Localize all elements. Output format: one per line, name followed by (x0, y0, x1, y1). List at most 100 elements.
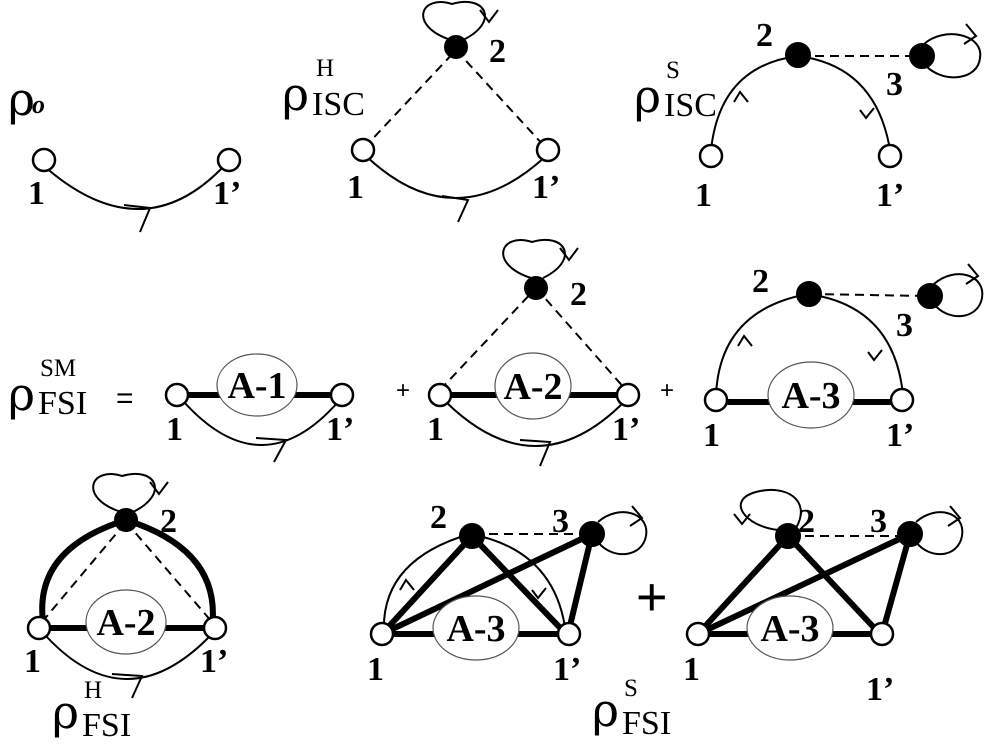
rho-fsi-s-subscript: FSI (622, 705, 671, 742)
rho-fsi-h-subscript: FSI (82, 707, 131, 744)
rho-isc-h-label-1p: 1’ (532, 169, 560, 206)
term-s1-node-3 (579, 521, 605, 547)
term-a2-box-label: A-2 (503, 366, 562, 408)
term-s1-diagram: 2 3 A-3 1 1’ (367, 499, 648, 688)
rho-isc-h-arrow (441, 195, 470, 223)
term-a2-diagram: 2 A-2 1 1’ (427, 239, 641, 467)
rho0-label-1: 1 (28, 175, 45, 212)
term-a1-label-1p: 1’ (326, 411, 354, 448)
rho-fsi-h-node-1 (26, 615, 52, 641)
rho0-subscript: o (32, 90, 45, 119)
rho-fsi-sm-subscript: FSI (38, 385, 87, 422)
rho-isc-h-loop-arrow (479, 9, 499, 24)
rho-fsi-sm-superscript: SM (40, 355, 76, 382)
rho-isc-s-loop-arrow (963, 23, 978, 45)
rho-fsi-h-node-1p (202, 615, 228, 641)
rho-isc-h-node-1 (350, 137, 376, 163)
term-s1-box (432, 595, 520, 661)
term-s2-thick-3-1p (879, 533, 913, 635)
rho-fsi-s-symbol: ρ (592, 683, 619, 737)
term-s2-box-label: A-3 (760, 608, 819, 650)
term-s1-arc-arrow-right (531, 587, 547, 600)
rho-isc-s-label-1: 1 (695, 177, 712, 214)
term-a2-node-1 (427, 382, 453, 408)
rho-fsi-h-dashed-left (41, 521, 127, 623)
term-s1-node-1 (369, 621, 395, 647)
term-s2-loop-3 (915, 511, 964, 556)
rho-fsi-s-superscript: S (624, 675, 638, 702)
term-a3-label-3: 3 (896, 307, 913, 344)
rho-fsi-h-symbol: ρ (52, 685, 79, 739)
term-s1-thick-2-1p (469, 533, 569, 637)
term-s1-node-1p (556, 621, 582, 647)
rho-isc-s-arc-arrow-right (859, 107, 875, 120)
term-s2-thick-2-1p (785, 533, 883, 637)
term-a3-label-2: 2 (752, 263, 769, 300)
rho-fsi-h-arrow (111, 673, 144, 699)
term-a3-node-2 (796, 281, 822, 307)
rho-fsi-h-propagator (45, 635, 211, 680)
term-a1-label-1: 1 (166, 411, 183, 448)
rho-fsi-h-label-1: 1 (24, 643, 41, 680)
rho-fsi-h-label-2: 2 (160, 503, 177, 540)
rho-fsi-sm-equals: = (116, 382, 134, 415)
term-s2-node-2 (775, 523, 801, 549)
term-s1-thick-1-2 (379, 533, 475, 637)
rho0-label-1p: 1’ (213, 175, 241, 212)
rho-isc-s-label-2: 2 (756, 17, 773, 54)
rho-isc-s-node-2 (785, 42, 811, 68)
rho-isc-h-symbol: ρ (282, 67, 309, 121)
term-a3-node-1p (889, 387, 915, 413)
term-a2-node-2 (524, 276, 548, 300)
term-a3-node-1 (703, 387, 729, 413)
plus-operator-2: + (660, 377, 674, 404)
rho-fsi-h-thick-arc-right (125, 517, 216, 629)
rho-isc-h-loop (422, 1, 486, 41)
term-s2-label-2: 2 (798, 503, 815, 540)
term-a1-arrow (255, 437, 288, 463)
term-a2-dashed-left (439, 287, 537, 391)
term-a1-propagator (183, 401, 339, 446)
term-a2-arrow (519, 439, 552, 467)
rho-fsi-sm-equation: ρ SM FSI = (8, 355, 134, 422)
rho-fsi-s-label: ρ S FSI (592, 675, 671, 742)
rho-isc-h-node-2 (444, 35, 468, 59)
term-a2-node-1p (615, 382, 641, 408)
plus-operator-1: + (396, 377, 410, 404)
rho-isc-s-node-3 (909, 43, 935, 69)
term-s2-loop-3-arrow (947, 505, 962, 527)
term-a3-label-1: 1 (703, 417, 720, 454)
rho0-node-1 (31, 147, 57, 173)
term-s2-thick-1-3 (696, 531, 912, 637)
term-a2-label-1p: 1’ (612, 411, 640, 448)
rho-fsi-h-label-1p: 1’ (200, 643, 228, 680)
term-a2-loop (502, 239, 566, 279)
term-a2-propagator (445, 401, 625, 447)
term-s1-node-2 (459, 523, 485, 549)
term-a1-node-1 (164, 382, 190, 408)
term-a2-loop-arrow (559, 247, 579, 262)
term-s1-label-2: 2 (430, 499, 447, 536)
rho-isc-s-label-3: 3 (886, 66, 903, 103)
rho-fsi-h-diagram: 2 A-2 1 1’ ρ H FSI (24, 473, 228, 744)
rho-fsi-h-box (85, 589, 167, 655)
term-s2-thick-1-2 (695, 533, 791, 637)
rho-isc-s-arc-arrow-left (733, 90, 749, 103)
term-s1-label-1p: 1’ (553, 651, 581, 688)
term-s1-arc-arrow-left (399, 578, 415, 591)
rho-fsi-h-superscript: H (84, 677, 102, 704)
rho-isc-h-label-2: 2 (489, 33, 506, 70)
rho-isc-h-superscript: H (316, 55, 334, 82)
term-s2-diagram: 2 3 A-3 1 1’ (683, 488, 964, 708)
term-a2-label-1: 1 (427, 411, 444, 448)
term-a1-diagram: A-1 1 1’ (164, 353, 354, 463)
rho-isc-s-node-1p (877, 143, 903, 169)
rho-isc-s-symbol: ρ (634, 69, 661, 123)
plus-operator-3: + (636, 567, 668, 627)
term-s2-node-1p (869, 621, 895, 647)
rho-isc-s-superscript: S (666, 57, 680, 84)
term-s2-box (746, 595, 834, 661)
rho0-propagator (43, 165, 225, 210)
rho-isc-h-subscript: ISC (312, 86, 365, 123)
